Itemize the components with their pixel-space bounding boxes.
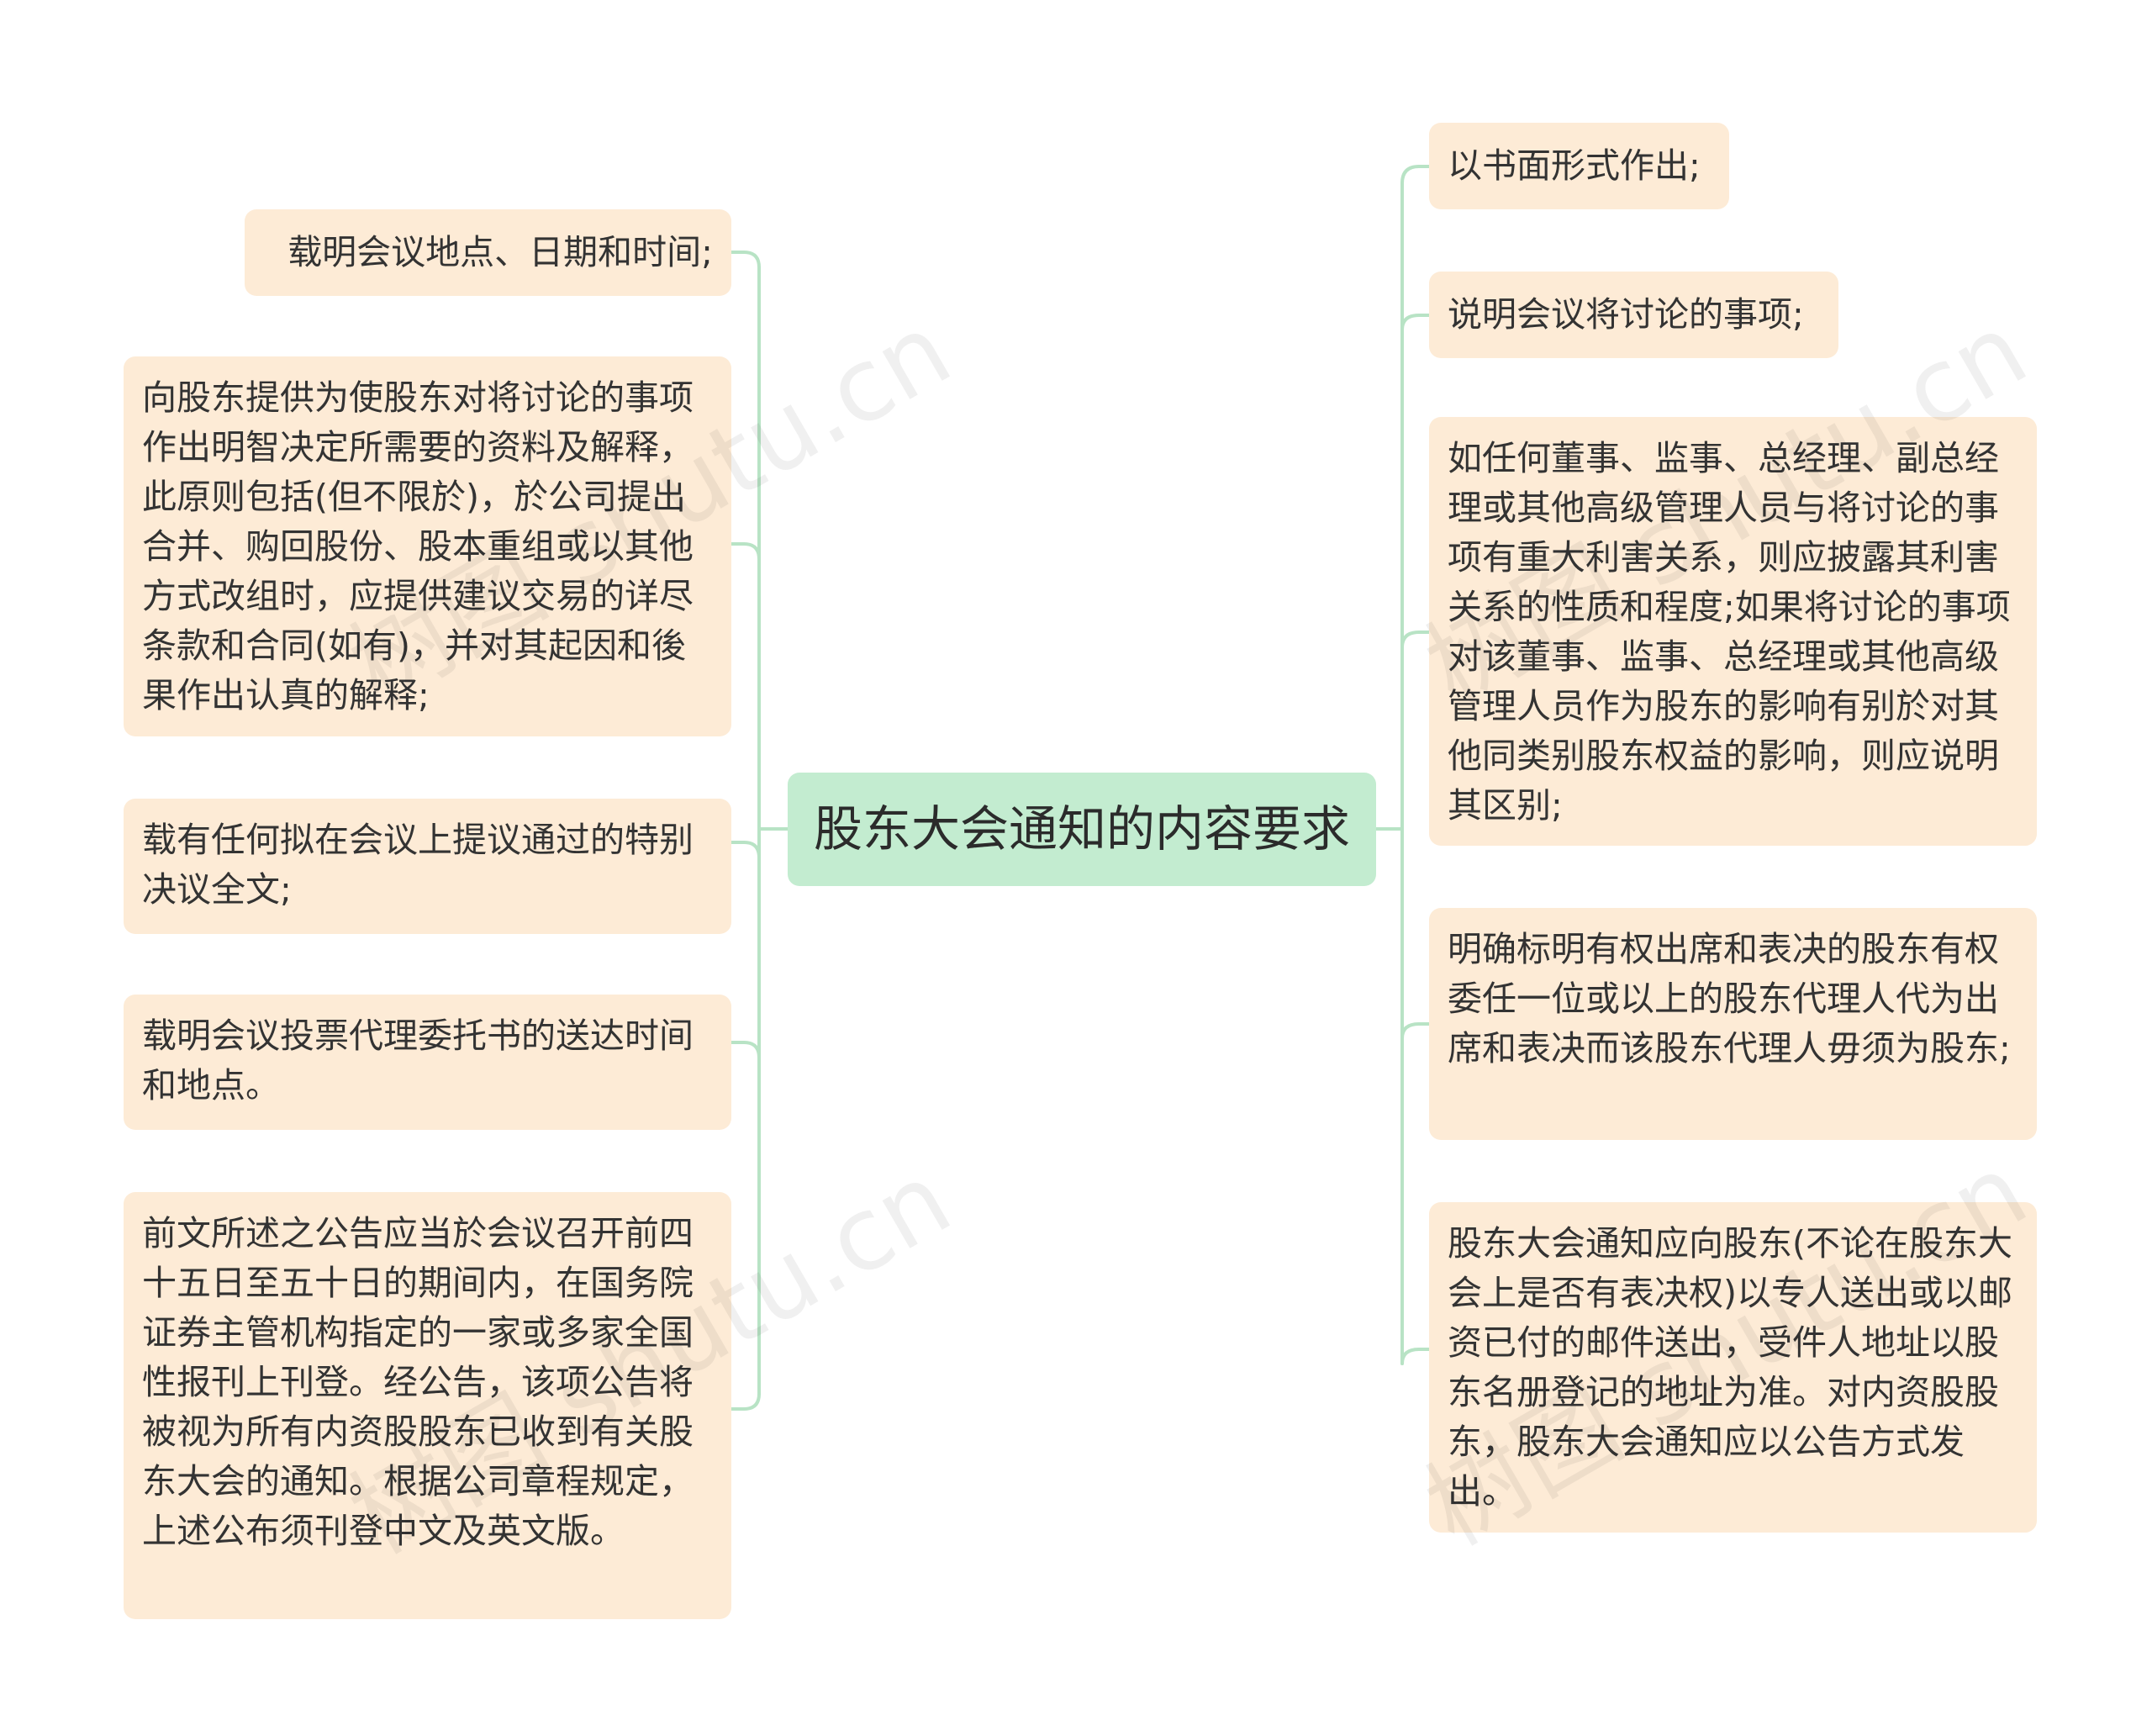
left-node-1-text: 载明会议地点、日期和时间; [287,232,713,272]
right-node-2[interactable]: 说明会议将讨论的事项; [1429,272,1838,358]
right-node-4[interactable]: 明确标明有权出席和表决的股东有权委任一位或以上的股东代理人代为出席和表决而该股东… [1429,908,2037,1140]
right-node-4-text: 明确标明有权出席和表决的股东有权委任一位或以上的股东代理人代为出席和表决而该股东… [1448,929,2011,1069]
right-node-5[interactable]: 股东大会通知应向股东(不论在股东大会上是否有表决权)以专人送出或以邮资已付的邮件… [1429,1202,2037,1533]
connector-left-2 [728,542,761,561]
connector-right-5 [1400,1348,1433,1365]
connector-right-4 [1400,1022,1433,1040]
left-node-5[interactable]: 前文所述之公告应当於会议召开前四十五日至五十日的期间内，在国务院证券主管机构指定… [124,1192,731,1619]
left-node-2[interactable]: 向股东提供为使股东对将讨论的事项作出明智决定所需要的资料及解释，此原则包括(但不… [124,356,731,736]
left-node-4[interactable]: 载明会议投票代理委托书的送达时间和地点。 [124,995,731,1130]
left-node-3-text: 载有任何拟在会议上提议通过的特别决议全文; [142,820,694,910]
right-node-3[interactable]: 如任何董事、监事、总经理、副总经理或其他高级管理人员与将讨论的事项有重大利害关系… [1429,417,2037,846]
right-node-5-text: 股东大会通知应向股东(不论在股东大会上是否有表决权)以专人送出或以邮资已付的邮件… [1448,1223,2012,1512]
left-node-5-text: 前文所述之公告应当於会议召开前四十五日至五十日的期间内，在国务院证券主管机构指定… [142,1213,694,1551]
right-node-2-text: 说明会议将讨论的事项; [1448,294,1804,335]
center-topic-label: 股东大会通知的内容要求 [813,800,1350,857]
left-node-2-text: 向股东提供为使股东对将讨论的事项作出明智决定所需要的资料及解释，此原则包括(但不… [142,377,694,715]
left-node-3[interactable]: 载有任何拟在会议上提议通过的特别决议全文; [124,799,731,934]
right-node-1[interactable]: 以书面形式作出; [1429,123,1729,209]
right-node-3-text: 如任何董事、监事、总经理、副总经理或其他高级管理人员与将讨论的事项有重大利害关系… [1448,438,2011,826]
center-topic[interactable]: 股东大会通知的内容要求 [788,773,1376,886]
left-node-4-text: 载明会议投票代理委托书的送达时间和地点。 [142,1016,694,1105]
connector-right-3 [1400,631,1433,649]
connector-left-4 [728,1041,761,1059]
connector-left-1 [728,251,761,269]
connector-right-2 [1400,314,1433,331]
connector-left-3 [728,841,761,859]
right-node-1-text: 以书面形式作出; [1448,145,1701,186]
left-node-1[interactable]: 载明会议地点、日期和时间; [245,209,731,296]
connector-left-5 [728,1392,761,1411]
connector-right-1 [1400,165,1433,185]
